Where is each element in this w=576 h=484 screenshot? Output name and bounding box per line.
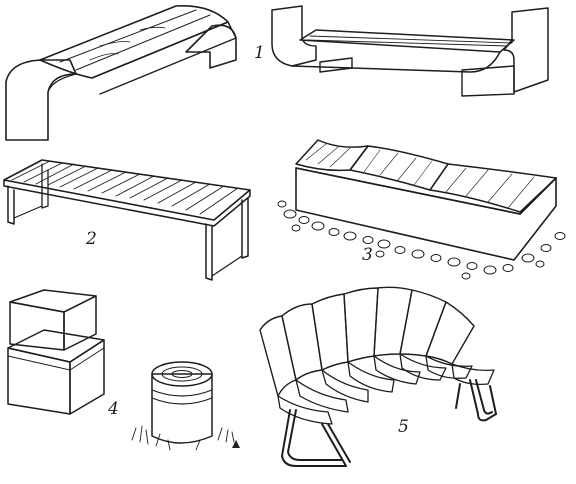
label-3: 3 bbox=[362, 245, 373, 265]
bench-1-left-concrete bbox=[5, 5, 237, 141]
ink-blot bbox=[232, 440, 240, 448]
label-4: 4 bbox=[107, 399, 119, 419]
stool-4-round bbox=[131, 361, 235, 451]
label-1: 1 bbox=[254, 43, 265, 63]
bench-5-curved-slatted bbox=[259, 286, 497, 467]
bench-2-wooden-slat bbox=[3, 159, 251, 281]
bench-3-concrete-pebbles bbox=[277, 139, 566, 280]
label-2: 2 bbox=[85, 229, 97, 249]
stools-4-concrete-cubes bbox=[7, 289, 105, 415]
label-5: 5 bbox=[398, 417, 409, 437]
bench-1-right-concrete-u bbox=[271, 5, 549, 97]
